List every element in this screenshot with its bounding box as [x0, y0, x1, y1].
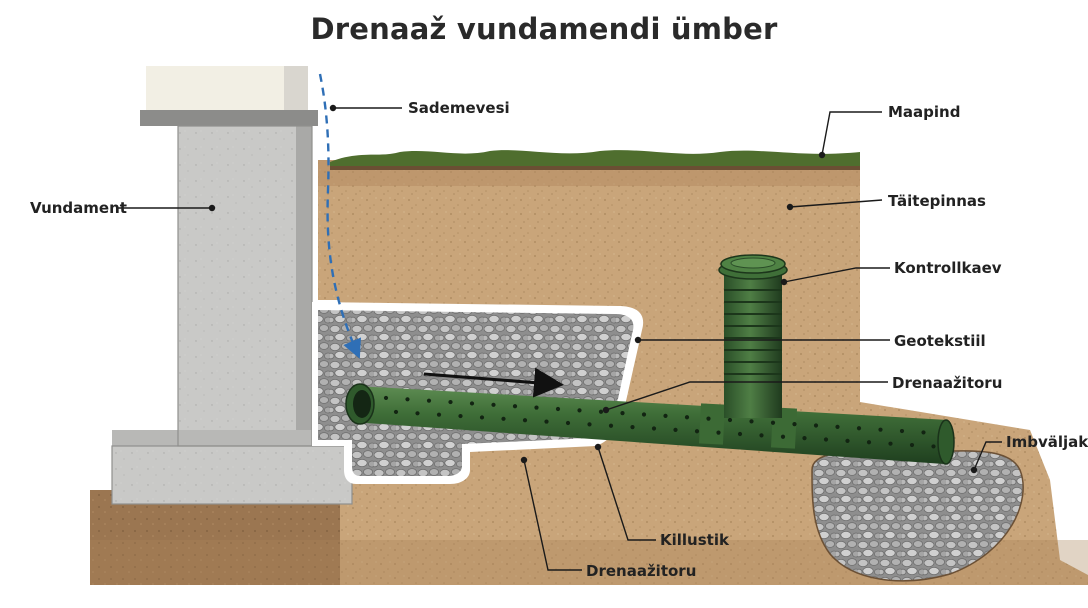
dot-vundament	[209, 205, 215, 211]
label-imbvaljak: Imbväljak	[1006, 433, 1088, 451]
inspection-well	[719, 255, 787, 418]
label-geotekstiil: Geotekstiil	[894, 332, 986, 350]
perforation-hole	[437, 413, 441, 417]
dot-maapind	[819, 152, 825, 158]
label-sademevesi: Sademevesi	[408, 99, 510, 117]
perforation-hole	[695, 429, 699, 433]
perforation-hole	[642, 412, 646, 416]
dot-sademevesi	[330, 105, 336, 111]
perforation-hole	[480, 415, 484, 419]
perforation-hole	[458, 414, 462, 418]
perforation-hole	[405, 397, 409, 401]
perforation-hole	[394, 410, 398, 414]
perforation-hole	[857, 426, 861, 430]
dot-kontrollkaev	[781, 279, 787, 285]
perforation-hole	[921, 430, 925, 434]
perforation-hole	[738, 432, 742, 436]
perforation-hole	[513, 404, 517, 408]
ground-surface	[330, 150, 860, 170]
perforation-hole	[630, 425, 634, 429]
perforation-hole	[878, 428, 882, 432]
dot-drenaazitoru-bottom	[521, 457, 527, 463]
perforation-hole	[470, 401, 474, 405]
perforation-hole	[427, 399, 431, 403]
perforation-hole	[652, 426, 656, 430]
perforation-hole	[620, 411, 624, 415]
perforation-hole	[501, 417, 505, 421]
perforation-hole	[910, 443, 914, 447]
perforation-hole	[845, 439, 849, 443]
perforation-hole	[577, 408, 581, 412]
perforation-hole	[556, 407, 560, 411]
leader-maapind	[822, 112, 882, 155]
perforation-hole	[867, 440, 871, 444]
label-taitepinnas: Täitepinnas	[888, 192, 986, 210]
perforation-hole	[599, 410, 603, 414]
perforation-hole	[802, 436, 806, 440]
label-vundament: Vundament	[30, 199, 127, 217]
perforation-hole	[685, 415, 689, 419]
perforation-hole	[931, 444, 935, 448]
perforation-hole	[759, 433, 763, 437]
label-drenaazitoru-right: Drenaažitoru	[892, 374, 1002, 392]
perforation-hole	[415, 411, 419, 415]
perforation-hole	[448, 400, 452, 404]
label-maapind: Maapind	[888, 103, 960, 121]
dot-killustik	[595, 444, 601, 450]
dot-taitepinnas	[787, 204, 793, 210]
perforation-hole	[835, 425, 839, 429]
perforation-hole	[491, 403, 495, 407]
dot-imbvaljak	[971, 467, 977, 473]
dot-drenaazitoru-right	[603, 407, 609, 413]
perforation-hole	[706, 417, 710, 421]
perforation-hole	[566, 421, 570, 425]
dot-geotekstiil	[635, 337, 641, 343]
perforation-hole	[587, 422, 591, 426]
perforation-hole	[609, 424, 613, 428]
perforation-hole	[673, 428, 677, 432]
perforation-hole	[749, 419, 753, 423]
perforation-hole	[384, 396, 388, 400]
perforation-hole	[900, 429, 904, 433]
perforation-hole	[523, 418, 527, 422]
perforation-hole	[544, 419, 548, 423]
perforation-hole	[888, 442, 892, 446]
perforation-hole	[824, 437, 828, 441]
perforation-hole	[771, 421, 775, 425]
label-killustik: Killustik	[660, 531, 730, 549]
perforation-hole	[814, 423, 818, 427]
perforation-hole	[781, 435, 785, 439]
perforation-hole	[663, 414, 667, 418]
perforation-hole	[716, 431, 720, 435]
label-kontrollkaev: Kontrollkaev	[894, 259, 1002, 277]
perforation-hole	[792, 422, 796, 426]
perforation-hole	[534, 405, 538, 409]
perforation-hole	[728, 418, 732, 422]
label-drenaazitoru-bottom: Drenaažitoru	[586, 562, 696, 580]
